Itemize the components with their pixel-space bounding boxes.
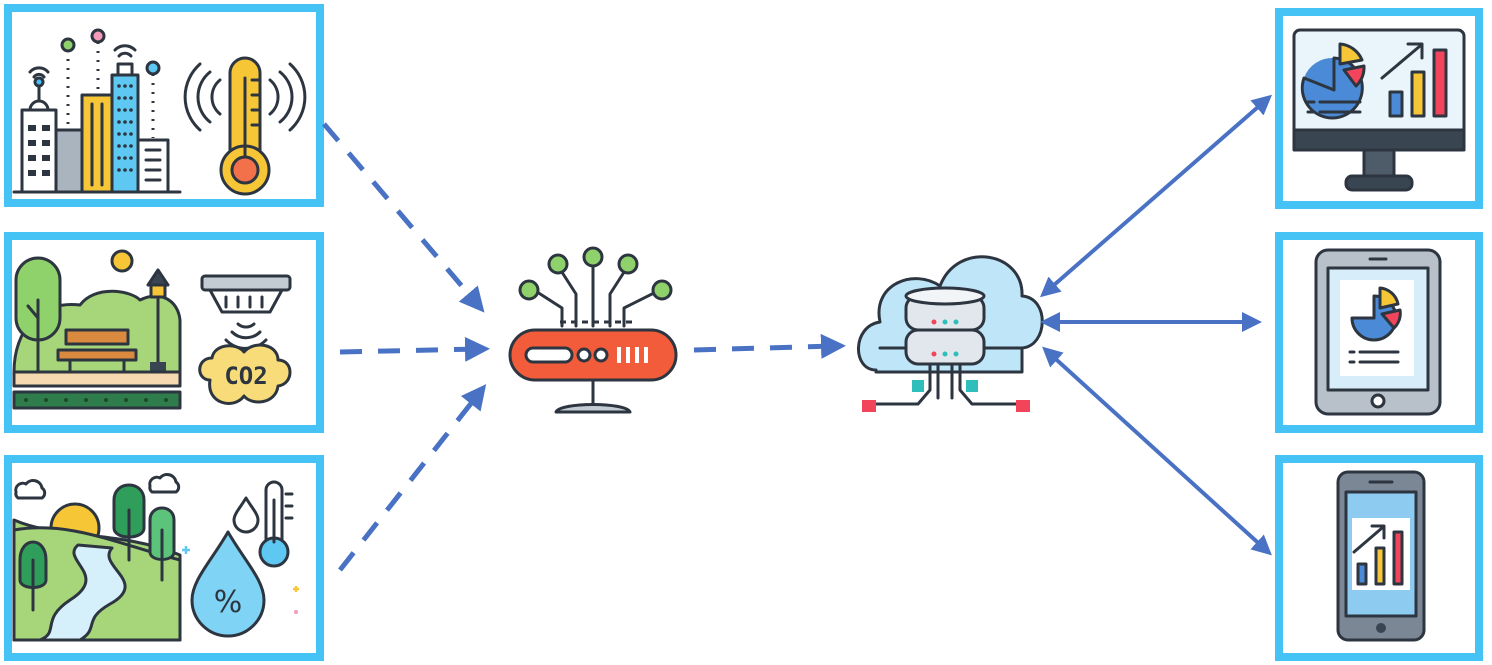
river-landscape-icon: [12, 473, 182, 642]
sensor-panel-landscape-humidity: %: [4, 455, 324, 661]
cloud-database-icon: [857, 255, 1044, 412]
link-gateway-to-cloud: [693, 333, 846, 359]
link-city-to-gateway: [322, 122, 485, 313]
park-bench-icon: [12, 249, 182, 410]
link-cloud-monitor: [1039, 94, 1273, 298]
cloud-to-client-links: [1039, 94, 1273, 556]
desktop-dashboard-icon: [1292, 28, 1466, 192]
tablet-dashboard-icon: [1314, 248, 1442, 416]
humidity-label: %: [214, 585, 243, 620]
link-park-to-gateway: [339, 336, 490, 362]
link-cloud-phone: [1042, 346, 1272, 556]
smartphone-dashboard-icon: [1336, 470, 1426, 642]
sensor-to-gateway-links: [322, 122, 490, 572]
link-landscape-to-gateway: [338, 384, 487, 572]
client-panel-monitor: [1275, 8, 1483, 209]
thermometer-icon: [183, 56, 307, 196]
city-buildings-icon: [12, 28, 182, 194]
iot-router-icon: [508, 246, 678, 414]
client-panel-phone: [1275, 455, 1483, 661]
client-panel-tablet: [1275, 232, 1483, 433]
co2-sensor-icon: CO2: [198, 274, 292, 405]
humidity-drop-icon: %: [182, 480, 299, 638]
sensor-panel-park-co2: CO2: [4, 232, 324, 433]
sensor-panel-city-temperature: [4, 4, 324, 207]
co2-label: CO2: [224, 362, 267, 390]
